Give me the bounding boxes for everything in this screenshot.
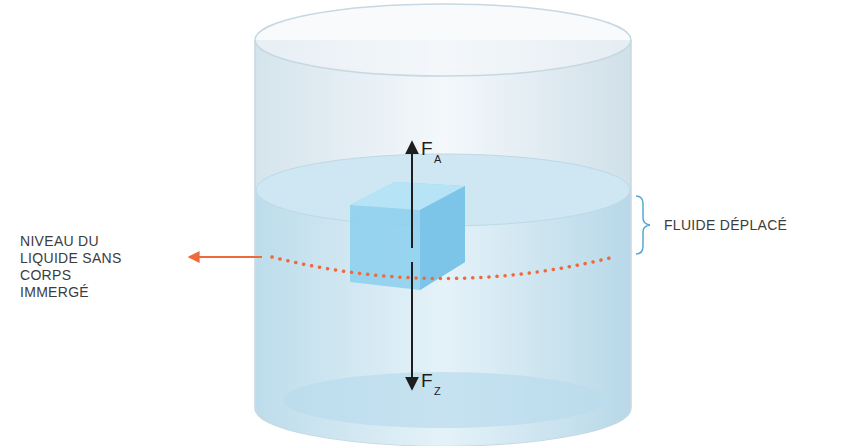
buoyancy-arrow bbox=[411, 143, 413, 248]
glass-rim bbox=[255, 4, 631, 76]
level-pointer bbox=[190, 256, 262, 258]
force-subscript: Z bbox=[434, 385, 441, 397]
level-note: NIVEAU DU LIQUIDE SANS CORPS IMMERGÉ bbox=[20, 233, 132, 301]
displaced-bracket bbox=[636, 196, 650, 254]
force-symbol: F bbox=[421, 139, 433, 159]
original-level-line bbox=[272, 257, 614, 279]
glass-cylinder bbox=[255, 40, 631, 446]
cube-side bbox=[420, 186, 465, 290]
weight-arrow bbox=[411, 262, 413, 388]
force-subscript: A bbox=[434, 153, 442, 165]
force-symbol: F bbox=[421, 371, 433, 391]
displaced-note: FLUIDE DÉPLACÉ bbox=[664, 217, 787, 234]
glass-bottom bbox=[283, 372, 603, 428]
